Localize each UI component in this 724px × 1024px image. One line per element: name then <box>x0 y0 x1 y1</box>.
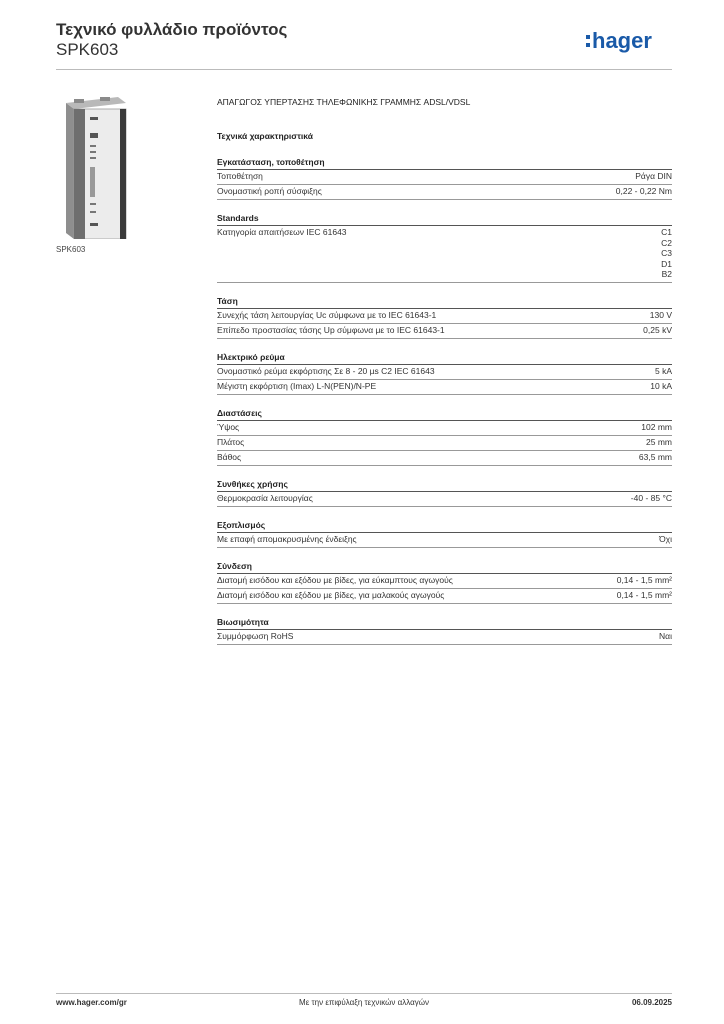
spec-row: Συνεχής τάση λειτουργίας Uc σύμφωνα με τ… <box>217 309 672 324</box>
section-current: Ηλεκτρικό ρεύμα Ονομαστικό ρεύμα εκφόρτι… <box>217 351 672 395</box>
website-link[interactable]: www.hager.com/gr <box>56 998 127 1007</box>
spec-label: Με επαφή απομακρυσμένης ένδειξης <box>217 533 357 544</box>
logo-text: hager <box>592 28 652 53</box>
spec-row: Κατηγορία απαιτήσεων IEC 61643 C1 C2 C3 … <box>217 226 672 283</box>
section-sustainability: Βιωσιμότητα Συμμόρφωση RoHS Ναι <box>217 616 672 645</box>
spec-label: Διατομή εισόδου και εξόδου με βίδες, για… <box>217 574 453 585</box>
spec-label: Διατομή εισόδου και εξόδου με βίδες, για… <box>217 589 445 600</box>
spec-row: Με επαφή απομακρυσμένης ένδειξης Όχι <box>217 533 672 548</box>
section-voltage: Τάση Συνεχής τάση λειτουργίας Uc σύμφωνα… <box>217 295 672 339</box>
section-title: Τάση <box>217 295 672 309</box>
spec-row: Τοποθέτηση Ράγα DIN <box>217 170 672 185</box>
product-image <box>56 93 204 239</box>
spec-label: Ονομαστικό ρεύμα εκφόρτισης Σε 8 - 20 µs… <box>217 365 435 376</box>
spec-value: -40 - 85 °C <box>630 492 672 503</box>
spec-label: Μέγιστη εκφόρτιση (Imax) L-N(PEN)/N-PE <box>217 380 377 391</box>
section-title: Διαστάσεις <box>217 407 672 421</box>
spec-value: Όχι <box>659 533 672 544</box>
spec-label: Θερμοκρασία λειτουργίας <box>217 492 313 503</box>
spec-row: Μέγιστη εκφόρτιση (Imax) L-N(PEN)/N-PE 1… <box>217 380 672 395</box>
spec-label: Πλάτος <box>217 436 245 447</box>
section-standards: Standards Κατηγορία απαιτήσεων IEC 61643… <box>217 212 672 283</box>
spec-value: 10 kA <box>650 380 672 391</box>
footer-divider <box>56 993 672 994</box>
spec-value: 0,14 - 1,5 mm² <box>616 589 672 600</box>
spec-value: B2 <box>661 269 672 279</box>
document-title: Τεχνικό φυλλάδιο προϊόντος <box>56 20 288 39</box>
spec-row: Διατομή εισόδου και εξόδου με βίδες, για… <box>217 589 672 604</box>
spec-label: Συμμόρφωση RoHS <box>217 630 294 641</box>
section-connection: Σύνδεση Διατομή εισόδου και εξόδου με βί… <box>217 560 672 604</box>
section-installation: Εγκατάσταση, τοποθέτηση Τοποθέτηση Ράγα … <box>217 156 672 200</box>
section-title: Εξοπλισμός <box>217 519 672 533</box>
spec-value: 0,22 - 0,22 Nm <box>615 186 672 196</box>
spec-value: D1 <box>661 258 672 269</box>
spec-value: C1 <box>661 227 672 237</box>
spec-label: Βάθος <box>217 451 242 462</box>
spec-row: Διατομή εισόδου και εξόδου με βίδες, για… <box>217 574 672 589</box>
section-title: Συνθήκες χρήσης <box>217 478 672 492</box>
spec-row: Συμμόρφωση RoHS Ναι <box>217 630 672 645</box>
spec-value: 25 mm <box>646 436 672 447</box>
spec-label: Ονομαστική ροπή σύσφιξης <box>217 186 322 196</box>
spec-label: Τοποθέτηση <box>217 171 263 181</box>
product-name: ΑΠΑΓΩΓΟΣ ΥΠΕΡΤΑΣΗΣ ΤΗΛΕΦΩΝΙΚΗΣ ΓΡΑΜΜΗΣ A… <box>217 97 471 107</box>
spec-value: 63,5 mm <box>638 451 672 462</box>
section-title: Ηλεκτρικό ρεύμα <box>217 351 672 365</box>
spec-row: Βάθος 63,5 mm <box>217 451 672 466</box>
spec-label: Συνεχής τάση λειτουργίας Uc σύμφωνα με τ… <box>217 309 437 320</box>
spec-label: Κατηγορία απαιτήσεων IEC 61643 <box>217 227 347 237</box>
spec-label: Ύψος <box>217 421 240 432</box>
product-code: SPK603 <box>56 40 119 59</box>
spec-value: Ναι <box>659 630 672 641</box>
spec-value-list: C1 C2 C3 D1 B2 <box>661 227 672 280</box>
section-title: Σύνδεση <box>217 560 672 574</box>
section-equipment: Εξοπλισμός Με επαφή απομακρυσμένης ένδει… <box>217 519 672 548</box>
spec-row: Θερμοκρασία λειτουργίας -40 - 85 °C <box>217 492 672 507</box>
spec-value: 0,14 - 1,5 mm² <box>616 574 672 585</box>
spec-value: 102 mm <box>641 421 672 432</box>
header-divider <box>56 69 672 70</box>
footer-notice: Με την επιφύλαξη τεχνικών αλλαγών <box>299 998 429 1007</box>
spec-row: Ονομαστικό ρεύμα εκφόρτισης Σε 8 - 20 µs… <box>217 365 672 380</box>
image-caption: SPK603 <box>56 245 86 254</box>
spec-value: 5 kA <box>654 365 672 376</box>
section-title: Βιωσιμότητα <box>217 616 672 630</box>
spec-label: Επίπεδο προστασίας τάσης Up σύμφωνα με τ… <box>217 324 445 335</box>
section-operating-conditions: Συνθήκες χρήσης Θερμοκρασία λειτουργίας … <box>217 478 672 507</box>
spec-row: Ύψος 102 mm <box>217 421 672 436</box>
spec-content: ΑΠΑΓΩΓΟΣ ΥΠΕΡΤΑΣΗΣ ΤΗΛΕΦΩΝΙΚΗΣ ΓΡΑΜΜΗΣ A… <box>217 96 672 645</box>
section-dimensions: Διαστάσεις Ύψος 102 mm Πλάτος 25 mm Βάθο… <box>217 407 672 466</box>
spec-value: Ράγα DIN <box>635 171 672 181</box>
spec-row: Επίπεδο προστασίας τάσης Up σύμφωνα με τ… <box>217 324 672 339</box>
spec-value: C2 <box>661 237 672 248</box>
section-title: Εγκατάσταση, τοποθέτηση <box>217 156 672 170</box>
footer-date: 06.09.2025 <box>631 998 672 1007</box>
spec-value: 0,25 kV <box>643 324 672 335</box>
spec-value: C3 <box>661 248 672 258</box>
spec-heading: Τεχνικά χαρακτηριστικά <box>217 131 313 141</box>
section-title: Standards <box>217 212 672 226</box>
spec-row: Ονομαστική ροπή σύσφιξης 0,22 - 0,22 Nm <box>217 185 672 200</box>
spec-value: 130 V <box>649 309 672 320</box>
spec-row: Πλάτος 25 mm <box>217 436 672 451</box>
page-header: Τεχνικό φυλλάδιο προϊόντος SPK603 hager <box>56 20 672 68</box>
hager-logo: hager <box>586 28 652 53</box>
